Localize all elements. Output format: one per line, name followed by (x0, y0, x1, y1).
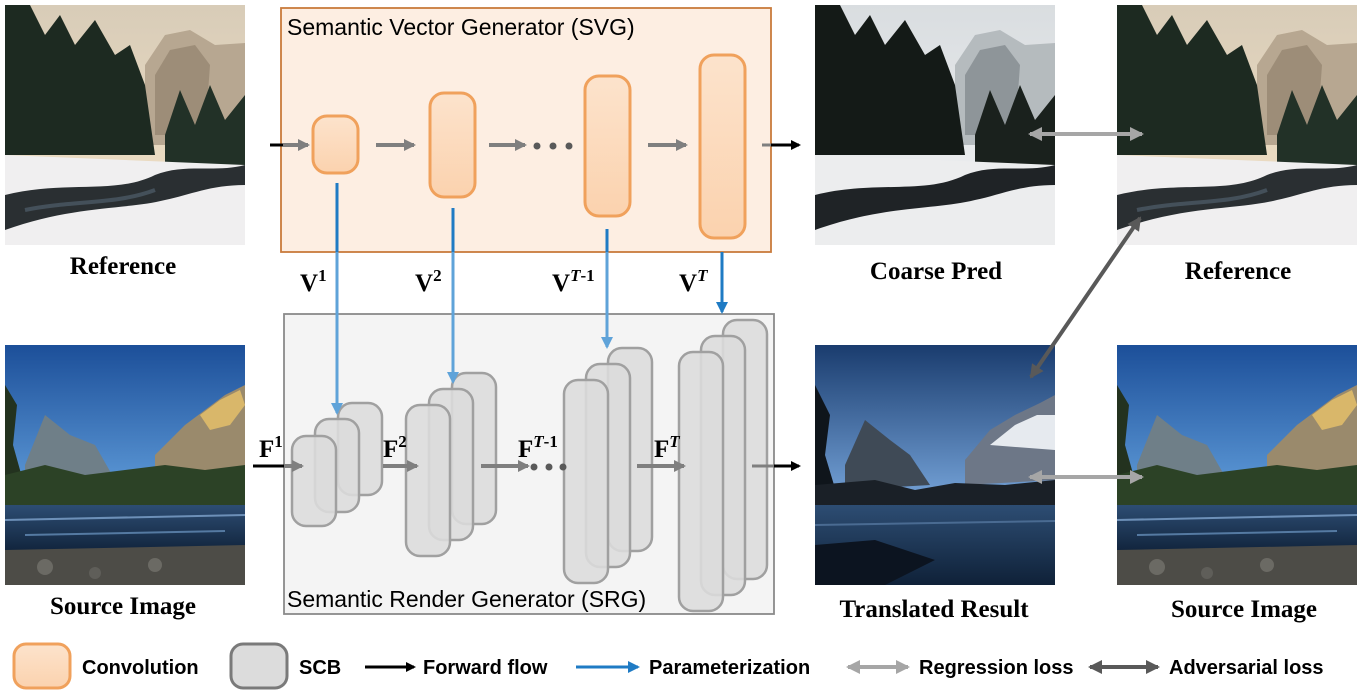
srg-ellipsis (530, 463, 567, 471)
v-label-3: VT-1 (552, 266, 595, 297)
legend-scb-swatch (229, 642, 289, 690)
coarse-pred-image (815, 5, 1055, 245)
caption-translated-result: Translated Result (839, 596, 1029, 623)
svg-module-title: Semantic Vector Generator (SVG) (287, 14, 635, 40)
caption-source: Source Image (50, 593, 196, 620)
legend-adversarial-label: Adversarial loss (1169, 657, 1324, 679)
f-label-3: FT-1 (518, 432, 558, 463)
source-image (4, 344, 246, 586)
srg-module-title: Semantic Render Generator (SRG) (287, 586, 646, 612)
conv-block-3 (583, 74, 632, 218)
legend-scb-label: SCB (299, 657, 341, 679)
scb-stack-1 (290, 401, 384, 528)
svg-ellipsis (533, 142, 573, 150)
caption-reference-right: Reference (1185, 258, 1291, 285)
scb-stack-4 (677, 318, 769, 613)
scb-stack-3 (562, 346, 654, 585)
adversarial-arrow (1029, 216, 1142, 379)
legend-convolution-label: Convolution (82, 657, 199, 679)
caption-source-right: Source Image (1171, 596, 1317, 623)
conv-block-4 (698, 53, 747, 240)
v-label-4: VT (679, 266, 708, 297)
legend-param-label: Parameterization (649, 657, 810, 679)
conv-block-2 (428, 91, 477, 199)
f-label-1: F1 (259, 432, 283, 463)
translated-result-image (814, 344, 1056, 586)
f-label-4: FT (654, 432, 680, 463)
legend-forward-label: Forward flow (423, 657, 548, 679)
caption-reference: Reference (70, 253, 176, 280)
svg-module-box (280, 7, 772, 253)
source-image-right (1116, 344, 1358, 586)
scb-stack-2 (404, 371, 498, 558)
v-label-2: V2 (415, 266, 442, 297)
reference-image (3, 3, 247, 247)
legend-regression-label: Regression loss (919, 657, 1074, 679)
reference-image-right (1115, 3, 1359, 247)
caption-coarse-pred: Coarse Pred (870, 258, 1002, 285)
conv-block-1 (311, 114, 360, 175)
legend-convolution-swatch (12, 642, 72, 690)
v-label-1: V1 (300, 266, 327, 297)
f-label-2: F2 (383, 432, 407, 463)
